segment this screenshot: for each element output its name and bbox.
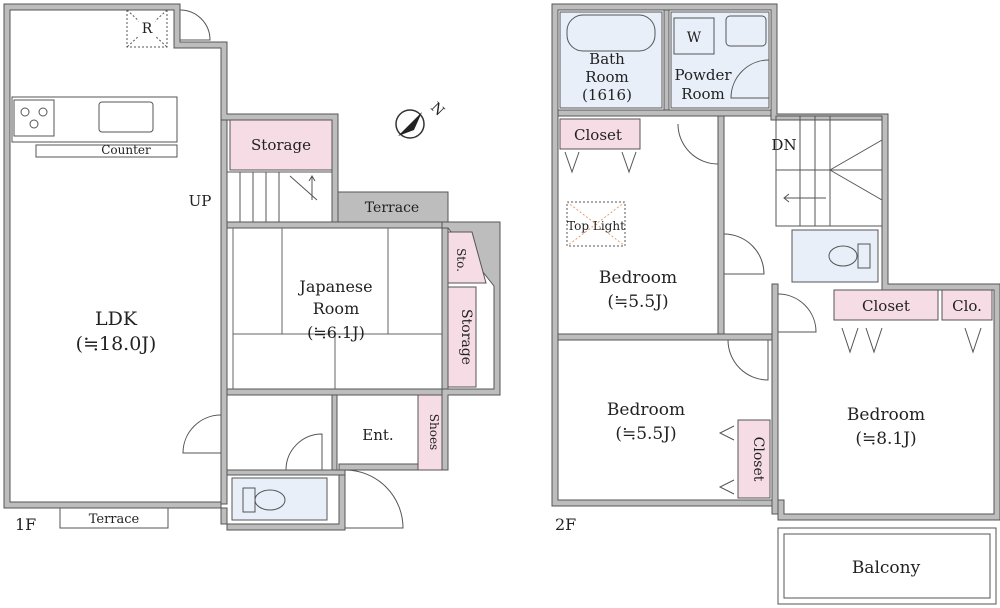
terrace-middle bbox=[337, 191, 449, 223]
terrace-middle-label: Terrace bbox=[365, 200, 419, 216]
stairs-down-label: DN bbox=[771, 136, 796, 154]
wash-basin bbox=[725, 15, 767, 47]
clo-label: Clo. bbox=[952, 297, 982, 315]
door-2f-1 bbox=[677, 123, 719, 165]
compass: N bbox=[395, 100, 447, 139]
floor-label-1f: 1F bbox=[15, 515, 36, 534]
closet-middle-label: Closet bbox=[750, 437, 766, 482]
bathtub bbox=[566, 14, 656, 52]
door-2f-5 bbox=[730, 59, 770, 99]
top-light bbox=[566, 201, 626, 247]
ldk-east-wall bbox=[220, 119, 228, 505]
storage-small bbox=[447, 231, 487, 284]
refrigerator-label: R bbox=[142, 21, 153, 37]
burner-2 bbox=[38, 107, 48, 117]
closet-top-label: Closet bbox=[574, 126, 622, 144]
storage-side-label: Storage bbox=[458, 309, 474, 365]
japanese-east-wall bbox=[441, 227, 449, 390]
japanese-room-name-2: Room bbox=[313, 299, 359, 318]
door-2f-2 bbox=[723, 233, 765, 275]
toilet-2f-tank bbox=[857, 243, 871, 269]
toilet-room bbox=[231, 477, 328, 521]
toilet-2f bbox=[791, 229, 879, 283]
tatami-lines bbox=[232, 228, 442, 389]
wet-area-south-wall bbox=[557, 109, 772, 117]
balcony-label: Balcony bbox=[852, 558, 921, 578]
bedroom-a-east-wall bbox=[717, 115, 725, 335]
bedroom-b-name: Bedroom bbox=[607, 400, 685, 420]
clo bbox=[941, 289, 993, 321]
top-light-label: Top Light bbox=[567, 219, 625, 233]
terrace-bottom-label: Terrace bbox=[89, 512, 140, 527]
bath-powder-wall bbox=[663, 9, 670, 111]
japanese-room-name-1: Japanese bbox=[297, 277, 372, 296]
sto-label: Sto. bbox=[454, 248, 468, 272]
storage-top bbox=[229, 119, 333, 171]
door-2f-4 bbox=[777, 293, 817, 333]
powder-label-2: Room bbox=[681, 85, 725, 103]
storage-side bbox=[447, 286, 477, 388]
second-floor-walls bbox=[551, 3, 1000, 521]
japanese-north-wall bbox=[226, 221, 443, 229]
bath-label-2: Room bbox=[585, 68, 629, 86]
stairs-up-label: UP bbox=[189, 192, 212, 210]
entrance-label: Ent. bbox=[362, 426, 393, 444]
bedroom-c-west-wall bbox=[771, 283, 779, 515]
japanese-south-wall bbox=[226, 388, 443, 396]
kitchen-counter bbox=[11, 96, 178, 143]
washer-label: W bbox=[687, 30, 702, 46]
second-floor-plan: Bath Room (1616) W Powder Room Closet To… bbox=[551, 3, 1000, 605]
floor-label-2f: 2F bbox=[555, 515, 576, 534]
washer bbox=[673, 17, 715, 55]
bedroom-c-size: (≒8.1J) bbox=[855, 429, 916, 449]
closet-right bbox=[833, 289, 939, 321]
first-floor-walls bbox=[3, 3, 501, 531]
hall-wall bbox=[331, 394, 338, 471]
first-floor-plan: Counter R LDK (≒18.0J) Storage UP Terrac… bbox=[3, 3, 501, 534]
door-2f-3 bbox=[727, 339, 769, 381]
stairs-down bbox=[775, 115, 883, 227]
terrace-bottom bbox=[59, 507, 169, 529]
sink bbox=[98, 101, 154, 133]
closet-top-doors bbox=[564, 151, 637, 174]
storage-top-label: Storage bbox=[251, 136, 311, 154]
balcony bbox=[777, 527, 997, 605]
shoes-closet bbox=[417, 394, 443, 471]
shoes-label: Shoes bbox=[427, 414, 441, 450]
compass-label: N bbox=[427, 100, 447, 120]
stove bbox=[13, 99, 55, 137]
counter-label: Counter bbox=[101, 143, 151, 157]
closet-middle-doors bbox=[718, 425, 735, 495]
closet-right-doors bbox=[841, 327, 982, 354]
toilet-2f-bowl bbox=[828, 245, 858, 267]
stairs-up bbox=[226, 171, 333, 223]
powder-room bbox=[670, 11, 770, 109]
front-door bbox=[344, 469, 404, 529]
bath-room bbox=[559, 11, 663, 109]
closet-middle bbox=[737, 419, 771, 499]
bedroom-b-size: (≒5.5J) bbox=[615, 424, 676, 444]
toilet-north-wall bbox=[226, 469, 346, 476]
closet-top bbox=[559, 118, 641, 150]
door-1f-3 bbox=[285, 433, 323, 471]
bedroom-a-size: (≒5.5J) bbox=[607, 292, 668, 312]
counter-back bbox=[35, 144, 178, 158]
ldk-name: LDK bbox=[95, 308, 138, 330]
door-1f-2 bbox=[182, 414, 222, 454]
ldk-size: (≒18.0J) bbox=[76, 333, 157, 355]
bath-label-1: Bath bbox=[589, 50, 625, 68]
bedroom-a-south-wall bbox=[557, 333, 779, 341]
door-1f-1 bbox=[179, 9, 211, 41]
japanese-room-size: (≒6.1J) bbox=[307, 323, 365, 342]
bedroom-a-name: Bedroom bbox=[599, 268, 677, 288]
burner-1 bbox=[20, 107, 30, 117]
powder-label-1: Powder bbox=[674, 66, 732, 84]
burner-3 bbox=[29, 119, 39, 129]
toilet-bowl bbox=[254, 489, 286, 511]
bedroom-c-name: Bedroom bbox=[847, 405, 925, 425]
bath-label-3: (1616) bbox=[582, 86, 632, 104]
closet-right-label: Closet bbox=[862, 297, 910, 315]
refrigerator bbox=[126, 9, 168, 48]
